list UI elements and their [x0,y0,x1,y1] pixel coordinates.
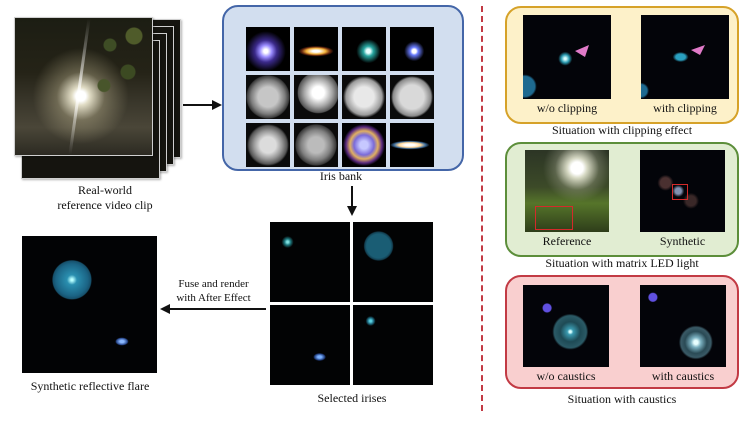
iris-bank-box [222,5,464,171]
light-streak [68,18,91,155]
arrow-head [212,100,222,110]
selected-iris [270,222,350,302]
clip-marker-icon [575,45,589,57]
synthetic-flare-image [22,236,157,373]
fuse-label-line1: Fuse and render [178,278,249,290]
arrow-head [347,206,357,216]
highlight-box [535,206,573,230]
caustics-without-image [523,285,609,367]
matrix-reference-image [525,150,609,232]
caustics-with-image [640,285,726,367]
panel-matrix-led: Reference Synthetic [505,142,739,257]
arrow-to-bank [183,104,215,106]
clipping-without-image [523,15,611,99]
reference-label-line2: reference video clip [57,198,153,212]
caustics-title: Situation with caustics [567,392,677,406]
arrow-to-synthetic [168,308,266,310]
clipping-without-caption: w/o clipping [536,101,598,115]
selected-irises-label: Selected irises [317,391,387,405]
iris-thumb [390,123,434,167]
matrix-reference-caption: Reference [542,234,592,248]
iris-thumb [390,27,434,71]
video-frame-front [14,17,153,156]
iris-thumb [294,27,338,71]
foliage [92,18,152,108]
iris-thumb [342,123,386,167]
iris-thumb [246,123,290,167]
caustics-without-caption: w/o caustics [536,369,596,383]
clipping-title: Situation with clipping effect [551,123,693,137]
iris-thumb [294,123,338,167]
matrix-title: Situation with matrix LED light [545,256,699,270]
arrow-to-selected [351,186,353,208]
clipping-with-image [641,15,729,99]
selected-iris [270,305,350,385]
arrow-head [160,304,170,314]
iris-thumb [294,75,338,119]
caustics-with-caption: with caustics [651,369,715,383]
clip-marker-icon [691,45,705,55]
clipping-with-caption: with clipping [653,101,717,115]
selected-iris [353,222,433,302]
reference-label-line1: Real-world [78,183,132,197]
iris-thumb [246,75,290,119]
matrix-synthetic-image [640,150,725,232]
panel-clipping: w/o clipping with clipping [505,6,739,124]
iris-thumb [246,27,290,71]
section-divider [481,6,483,411]
fuse-label-line2: with After Effect [176,292,251,304]
selected-iris [353,305,433,385]
iris-thumb [342,27,386,71]
iris-bank-label: Iris bank [319,169,363,183]
matrix-synthetic-caption: Synthetic [659,234,706,248]
synthetic-flare-label: Synthetic reflective flare [30,379,150,393]
iris-thumb [390,75,434,119]
panel-caustics: w/o caustics with caustics [505,275,739,389]
iris-thumb [342,75,386,119]
highlight-box [672,184,688,200]
